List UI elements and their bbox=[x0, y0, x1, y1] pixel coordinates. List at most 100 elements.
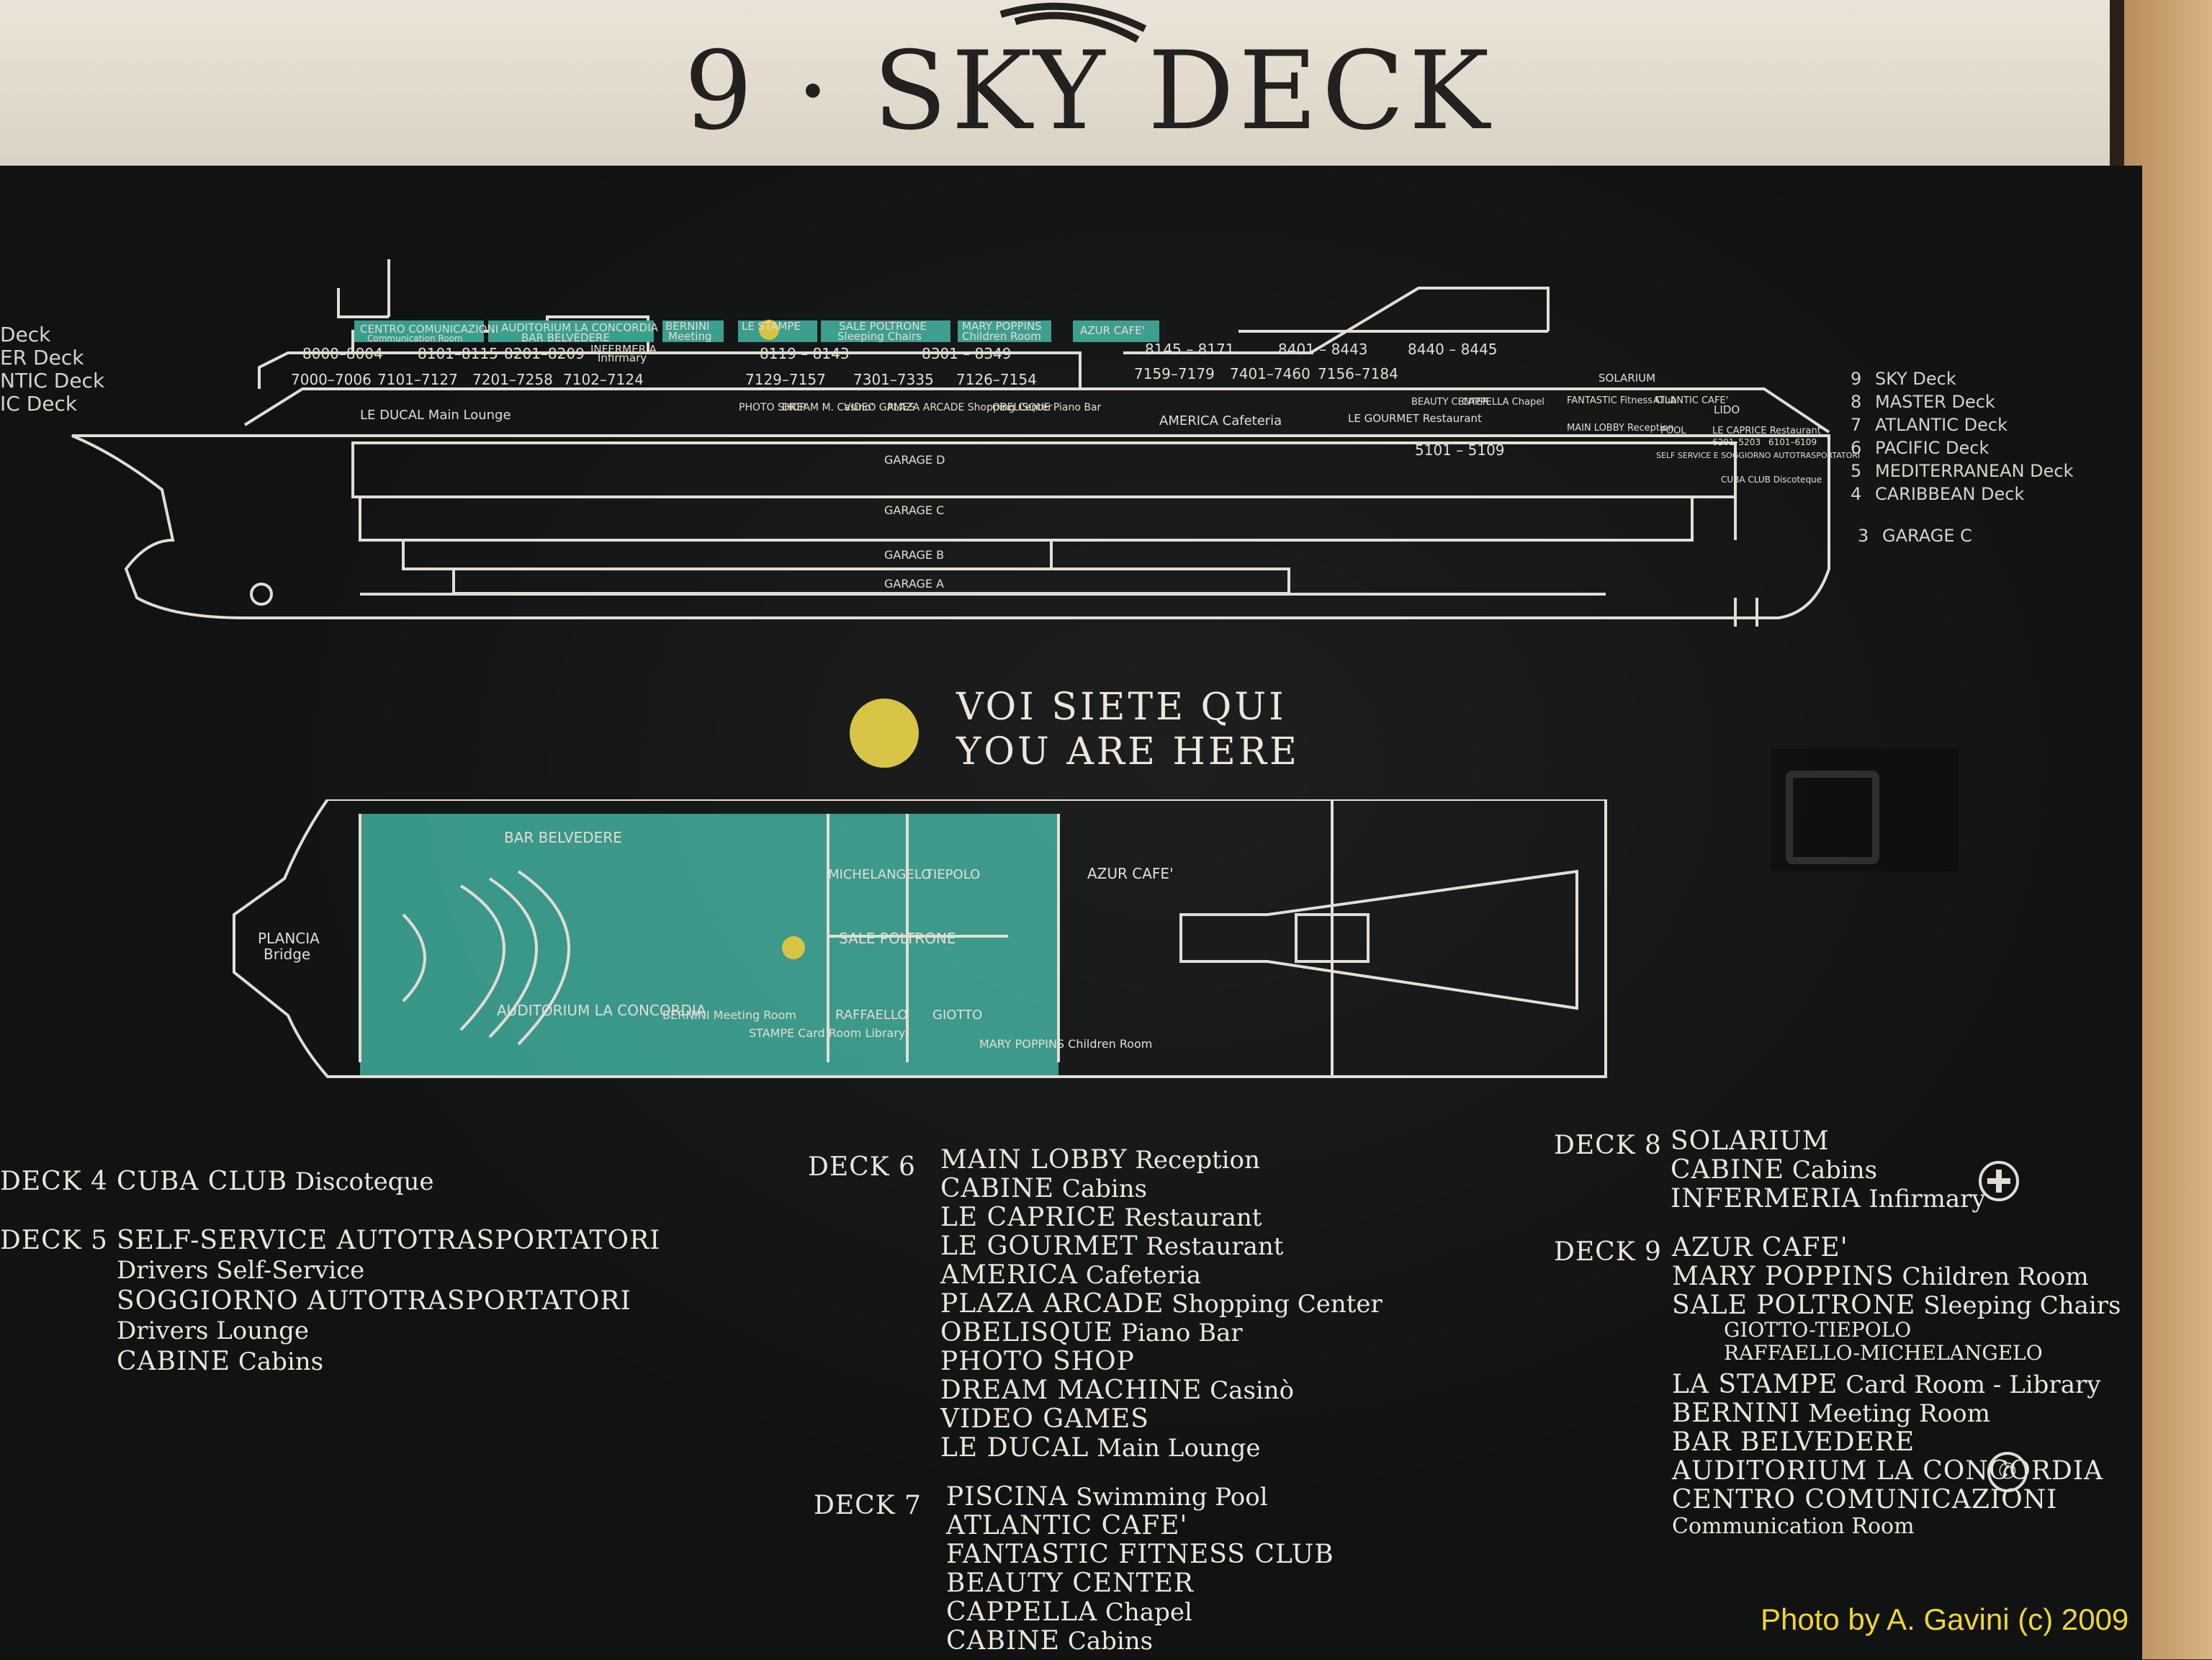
plan-label: MICHELANGELO bbox=[828, 867, 931, 882]
legend-line: PHOTO SHOP bbox=[940, 1347, 1135, 1376]
legend-line-main: FANTASTIC FITNESS CLUB bbox=[946, 1540, 1334, 1569]
legend-line-main: AUDITORIUM LA CONCORDIA bbox=[1672, 1456, 2104, 1486]
profile-label: MARY POPPINS bbox=[962, 320, 1042, 333]
profile-room-range: 7000–7006 bbox=[291, 371, 372, 388]
profile-label: GARAGE B bbox=[884, 548, 944, 562]
legend-line-sub: Sleeping Chairs bbox=[1923, 1291, 2121, 1320]
legend-line: INFERMERIA Infirmary bbox=[1671, 1184, 1986, 1213]
plan-label: RAFFAELLO bbox=[835, 1008, 907, 1023]
legend-line: ATLANTIC CAFE' bbox=[946, 1511, 1187, 1540]
profile-label: LIDO bbox=[1714, 403, 1740, 416]
legend-line-sub: Cabins bbox=[1061, 1175, 1148, 1203]
profile-room-range: 8101–8115 bbox=[418, 345, 498, 362]
profile-label: AZUR CAFE' bbox=[1080, 324, 1145, 337]
deck-name: CARIBBEAN Deck bbox=[1875, 484, 2025, 504]
legend-line-sub: RAFFAELLO-MICHELANGELO bbox=[1724, 1341, 2043, 1365]
legend-line: LE DUCAL Main Lounge bbox=[940, 1433, 1261, 1463]
legend-line: Drivers Self-Service bbox=[117, 1256, 364, 1285]
profile-room-range: 7102–7124 bbox=[563, 371, 644, 388]
profile-room-range: 8401 – 8443 bbox=[1278, 341, 1368, 358]
profile-room-range: 7201–7258 bbox=[472, 371, 553, 388]
legend-line-sub: Infirmary bbox=[1869, 1185, 1986, 1213]
deck-plan-diagram: PLANCIA Bridge BAR BELVEDERE AUDITORIUM … bbox=[233, 799, 1607, 1078]
profile-label: FANTASTIC Fitness Club bbox=[1567, 395, 1676, 406]
legend-line: AUDITORIUM LA CONCORDIA bbox=[1672, 1456, 2103, 1486]
profile-label: INFERMERIA bbox=[590, 343, 657, 356]
deck-name: MASTER Deck bbox=[1875, 392, 1995, 412]
legend-line: CABINE Cabins bbox=[117, 1347, 323, 1376]
profile-label: Children Room bbox=[962, 330, 1041, 343]
legend-line-main: SELF-SERVICE AUTOTRASPORTATORI bbox=[117, 1226, 661, 1255]
profile-label: SALE POLTRONE bbox=[839, 320, 927, 333]
legend-line-main: AZUR CAFE' bbox=[1672, 1233, 1848, 1262]
legend-line-sub: Chapel bbox=[1105, 1598, 1192, 1627]
profile-room-range: 5101 – 5109 bbox=[1415, 441, 1505, 459]
exit-sign bbox=[1771, 749, 1959, 871]
profile-room-range: 7126–7154 bbox=[956, 371, 1037, 388]
legend-line-main: ATLANTIC CAFE' bbox=[946, 1511, 1188, 1540]
deck-name: PACIFIC Deck bbox=[1875, 438, 1990, 458]
legend-line-main: MAIN LOBBY bbox=[940, 1145, 1128, 1175]
profile-label: Sleeping Chairs bbox=[837, 330, 922, 343]
legend-line-sub: Drivers Self-Service bbox=[117, 1256, 365, 1285]
profile-label: BAR BELVEDERE bbox=[521, 331, 610, 344]
page-title: 9 · SKY DECK bbox=[684, 29, 1494, 154]
plan-label: BERNINI Meeting Room bbox=[662, 1008, 796, 1022]
deck-number: 6 bbox=[1851, 438, 1862, 458]
legend-line: FANTASTIC FITNESS CLUB bbox=[946, 1540, 1334, 1569]
legend-line-sub: Cabins bbox=[1067, 1627, 1154, 1656]
deck-plan-board: Deck ER Deck NTIC Deck IC Deck 9 SKY Dec… bbox=[0, 166, 2142, 1660]
profile-label: LE DUCAL Main Lounge bbox=[360, 408, 511, 423]
photo-credit: Photo by A. Gavini (c) 2009 bbox=[1761, 1602, 2129, 1636]
deck-name: MEDITERRANEAN Deck bbox=[1875, 461, 2074, 481]
profile-label: VIDEO GAMES bbox=[844, 402, 915, 413]
profile-label: Infirmary bbox=[598, 351, 647, 364]
legend-line-main: PISCINA bbox=[946, 1482, 1069, 1512]
deck-name: GARAGE C bbox=[1882, 526, 1972, 546]
legend-line-main: CAPPELLA bbox=[946, 1597, 1098, 1627]
profile-label: SOLARIUM bbox=[1599, 372, 1655, 385]
legend-line: GIOTTO-TIEPOLO bbox=[1724, 1318, 1911, 1342]
deck-heading: DECK 4 bbox=[0, 1167, 108, 1196]
profile-room-range: 8201–8209 bbox=[504, 345, 585, 362]
legend-line-main: BEAUTY CENTER bbox=[946, 1569, 1195, 1598]
legend-line: OBELISQUE Piano Bar bbox=[940, 1318, 1243, 1347]
ship-profile-diagram: CENTRO COMUNICAZIONI Communication Room … bbox=[71, 259, 1860, 627]
legend-line: SOGGIORNO AUTOTRASPORTATORI bbox=[117, 1286, 631, 1316]
plan-label: TIEPOLO bbox=[925, 867, 980, 882]
legend-line-main: DREAM MACHINE bbox=[940, 1376, 1202, 1405]
legend-line-sub: Restaurant bbox=[1146, 1232, 1284, 1261]
legend-line-main: INFERMERIA bbox=[1671, 1184, 1861, 1213]
legend-line: SELF-SERVICE AUTOTRASPORTATORI bbox=[117, 1226, 660, 1255]
profile-label: AUDITORIUM LA CONCORDIA bbox=[501, 321, 659, 334]
legend-line-main: CABINE bbox=[940, 1174, 1054, 1203]
profile-label: ATLANTIC CAFE' bbox=[1653, 395, 1728, 406]
legend-line: PLAZA ARCADE Shopping Center bbox=[940, 1289, 1382, 1319]
profile-label: CENTRO COMUNICAZIONI bbox=[360, 323, 498, 336]
profile-label: CUBA CLUB Discoteque bbox=[1721, 475, 1822, 485]
legend-line: CAPPELLA Chapel bbox=[946, 1597, 1192, 1627]
deck-name: SKY Deck bbox=[1875, 369, 1956, 389]
profile-label: GARAGE D bbox=[884, 453, 945, 467]
profile-room-range: 8119 – 8143 bbox=[760, 345, 850, 362]
profile-label: LE CAPRICE Restaurant bbox=[1712, 426, 1821, 436]
deck-name: ATLANTIC Deck bbox=[1875, 415, 2008, 435]
legend-line: RAFFAELLO-MICHELANGELO bbox=[1724, 1341, 2043, 1365]
profile-label: PLAZA ARCADE Shopping Center bbox=[887, 402, 1052, 413]
legend-line: CABINE Cabins bbox=[946, 1626, 1153, 1656]
deck-heading: DECK 7 bbox=[814, 1491, 922, 1520]
deck-tag: IC Deck bbox=[0, 392, 78, 416]
you-are-here-marker bbox=[850, 699, 919, 768]
first-aid-icon bbox=[1979, 1161, 2019, 1201]
phone-icon: ✆ bbox=[1987, 1452, 2028, 1492]
plan-label: GIOTTO bbox=[932, 1008, 982, 1023]
legend-line-sub: Cabins bbox=[238, 1347, 324, 1376]
deck-number: 7 bbox=[1851, 415, 1862, 435]
profile-label: GARAGE A bbox=[884, 577, 944, 591]
plan-label: SALE POLTRONE bbox=[839, 930, 956, 947]
profile-room-range: 8440 – 8445 bbox=[1408, 341, 1498, 358]
legend-line-sub: Shopping Center bbox=[1172, 1290, 1382, 1319]
legend-line-main: PLAZA ARCADE bbox=[940, 1289, 1164, 1319]
legend-line-sub: Discoteque bbox=[295, 1167, 434, 1196]
